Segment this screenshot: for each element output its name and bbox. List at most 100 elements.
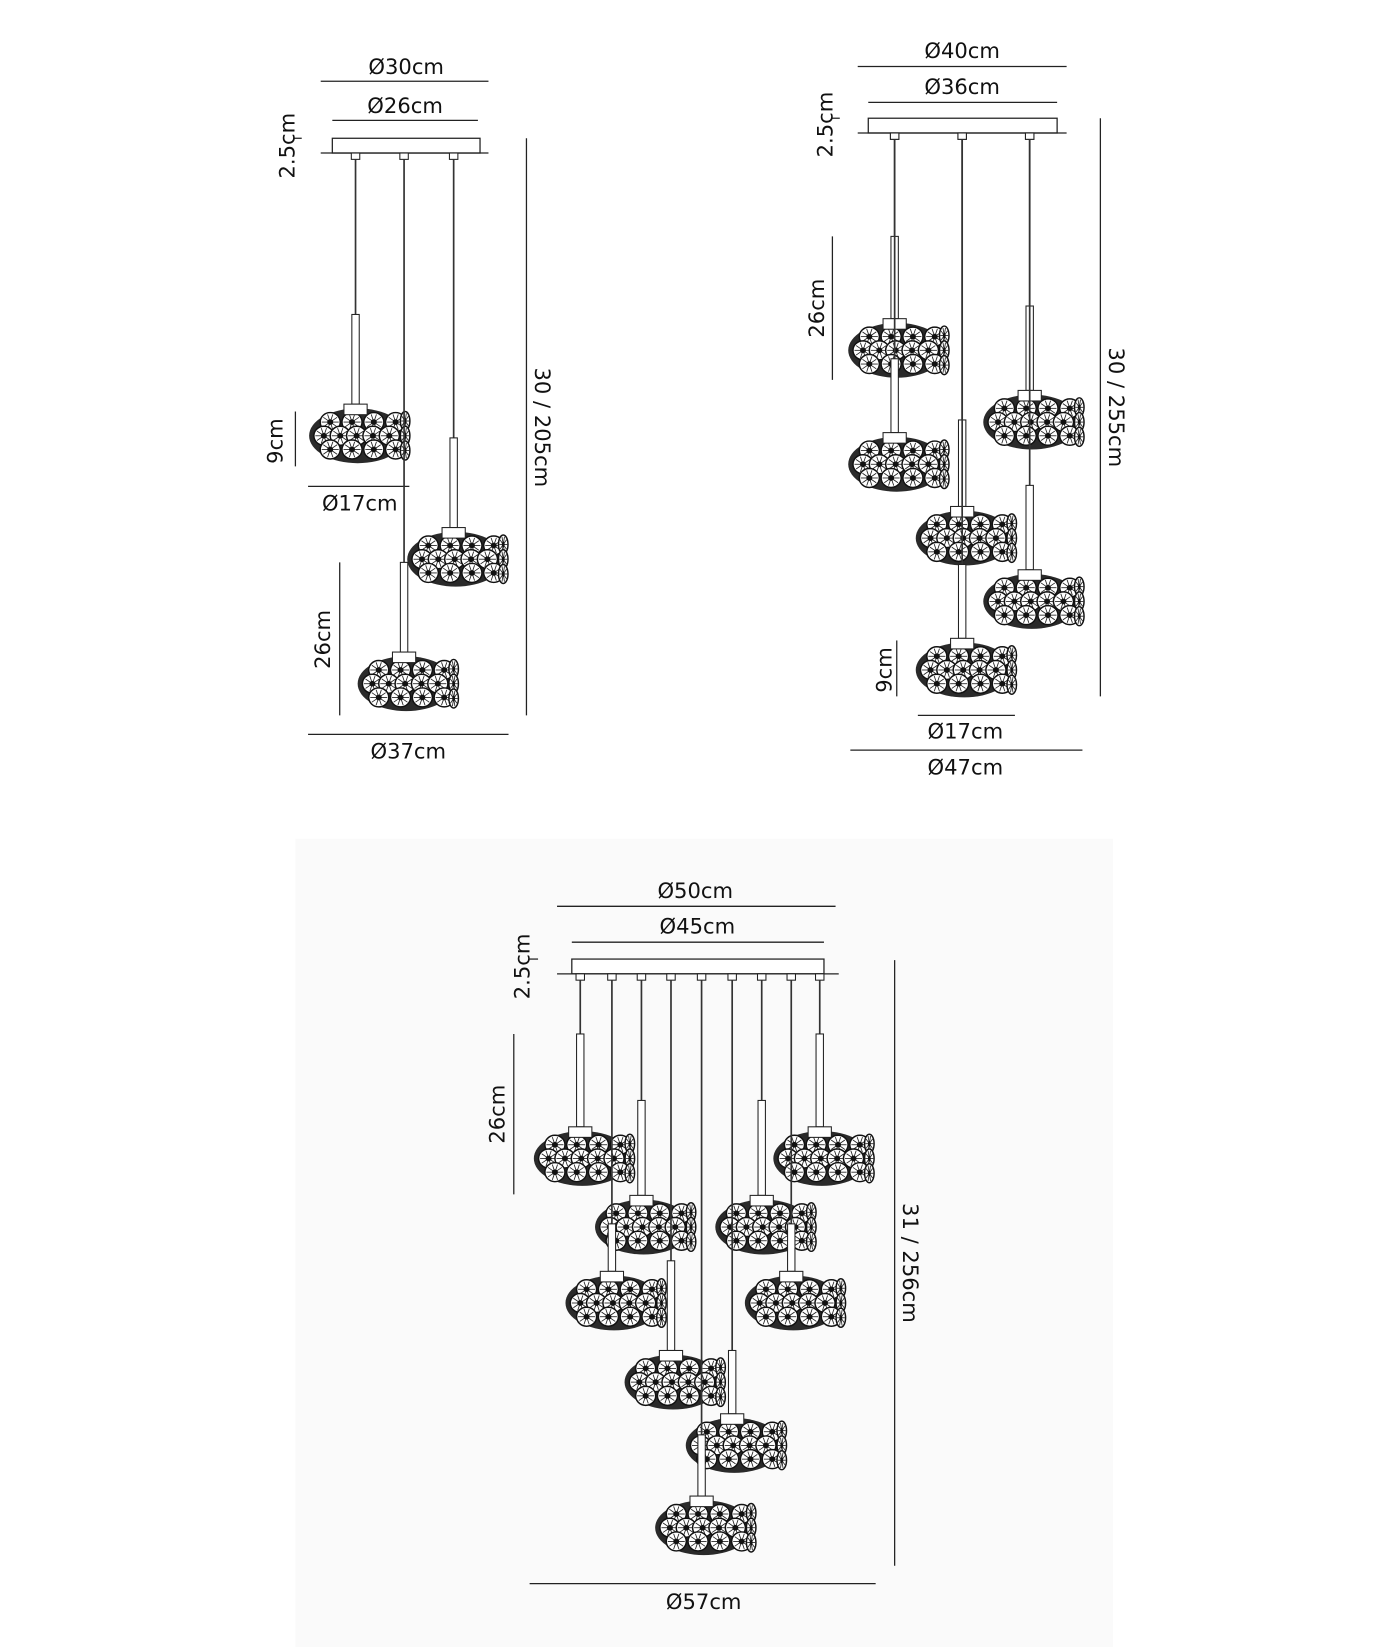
disc-center bbox=[798, 1237, 805, 1244]
disc-center bbox=[999, 653, 1006, 660]
shade-disc bbox=[448, 688, 460, 709]
disc-center bbox=[490, 542, 497, 549]
shade-disc bbox=[1073, 576, 1085, 597]
disc-center bbox=[1044, 584, 1051, 591]
disc-center bbox=[375, 667, 382, 673]
shade-disc bbox=[969, 541, 992, 563]
shade-disc bbox=[1073, 426, 1085, 448]
stem-tube bbox=[697, 1434, 706, 1497]
ceiling-rose-pin bbox=[814, 973, 825, 981]
shade-disc bbox=[363, 439, 385, 460]
disc-center bbox=[370, 419, 377, 425]
lamp-holder bbox=[689, 1495, 714, 1508]
disc-center bbox=[441, 694, 448, 701]
disc-center bbox=[561, 1155, 568, 1162]
disc-center bbox=[839, 1300, 843, 1306]
disc-center bbox=[909, 447, 916, 454]
disc-center bbox=[805, 1300, 812, 1306]
lamp-holder bbox=[807, 1126, 832, 1138]
disc-center bbox=[715, 1524, 722, 1531]
disc-center bbox=[888, 333, 895, 340]
disc-center bbox=[425, 542, 432, 549]
stem-tube bbox=[637, 1099, 646, 1196]
shade-disc bbox=[1073, 605, 1085, 627]
disc-center bbox=[701, 1379, 708, 1385]
disc-center bbox=[839, 1285, 843, 1292]
disc-center bbox=[1027, 598, 1034, 605]
shade-disc bbox=[1015, 604, 1037, 626]
disc-center bbox=[1077, 433, 1081, 440]
canopy-height-label: 2.5cm bbox=[812, 92, 837, 158]
disc-center bbox=[1077, 598, 1081, 605]
shade-disc bbox=[993, 425, 1016, 447]
disc-center bbox=[784, 1286, 791, 1293]
shade-disc bbox=[1037, 604, 1059, 626]
disc-center bbox=[392, 419, 399, 425]
disc-center bbox=[708, 1392, 715, 1399]
disc-center bbox=[703, 1428, 710, 1435]
ceiling-rose-pin bbox=[607, 973, 617, 981]
disc-center bbox=[397, 694, 404, 701]
shade-disc bbox=[399, 410, 411, 432]
disc-center bbox=[977, 548, 984, 555]
shade-disc bbox=[745, 1532, 757, 1553]
shade-disc bbox=[827, 1134, 849, 1155]
disc-center bbox=[484, 556, 491, 563]
canopy-height-label: 2.5cm bbox=[510, 934, 535, 1000]
shade-disc bbox=[783, 1161, 806, 1183]
total-height-label: 31 / 256cm bbox=[898, 1203, 923, 1323]
shade-disc bbox=[389, 687, 412, 708]
disc-center bbox=[664, 1392, 671, 1399]
disc-center bbox=[817, 1155, 824, 1162]
disc-center bbox=[490, 570, 497, 576]
shade-disc bbox=[575, 1306, 598, 1327]
overall-diameter-label: Ø57cm bbox=[666, 1589, 742, 1614]
disc-center bbox=[452, 695, 456, 702]
pendant bbox=[744, 973, 847, 1331]
shade-disc bbox=[1037, 425, 1059, 447]
lamp-holder bbox=[441, 527, 466, 539]
disc-center bbox=[353, 432, 360, 439]
disc-center bbox=[856, 1141, 863, 1148]
disc-center bbox=[551, 1169, 558, 1176]
ceiling-rose-pin bbox=[696, 973, 707, 981]
disc-center bbox=[634, 1237, 641, 1244]
disc-center bbox=[501, 541, 505, 548]
disc-center bbox=[392, 446, 399, 453]
disc-center bbox=[942, 332, 946, 339]
disc-center bbox=[1027, 419, 1034, 425]
stem-tube bbox=[890, 358, 899, 434]
total-height-label: 30 / 255cm bbox=[1104, 347, 1129, 467]
disc-center bbox=[397, 667, 404, 673]
shade-disc bbox=[1015, 425, 1037, 447]
disc-center bbox=[370, 446, 377, 453]
shade-disc bbox=[585, 1292, 608, 1314]
ceiling-rose-pin bbox=[1024, 132, 1035, 140]
disc-center bbox=[583, 1313, 590, 1320]
canopy-height-label: 2.5cm bbox=[274, 113, 299, 179]
diagram-9-light: Ø50cm Ø45cm 2.5cm 31 / 256cm 26cm Ø57cm bbox=[484, 878, 923, 1614]
disc-center bbox=[1044, 612, 1051, 618]
disc-center bbox=[1001, 612, 1008, 618]
disc-center bbox=[1010, 681, 1014, 688]
stem-tube bbox=[607, 1223, 617, 1272]
outer-canopy-label: Ø30cm bbox=[368, 54, 444, 79]
disc-center bbox=[976, 535, 983, 541]
disc-center bbox=[769, 1428, 776, 1435]
disc-center bbox=[927, 535, 934, 541]
shade-disc bbox=[367, 687, 390, 708]
disc-center bbox=[866, 475, 873, 481]
disc-center bbox=[927, 667, 934, 673]
disc-center bbox=[689, 1224, 693, 1230]
disc-center bbox=[809, 1238, 813, 1245]
disc-center bbox=[776, 1210, 784, 1217]
disc-center bbox=[762, 1286, 769, 1293]
ceiling-rose-pin bbox=[957, 132, 967, 140]
disc-center bbox=[652, 1379, 659, 1385]
disc-center bbox=[942, 347, 946, 354]
disc-center bbox=[749, 1524, 753, 1531]
disc-center bbox=[931, 475, 938, 481]
disc-center bbox=[888, 475, 895, 481]
disc-center bbox=[834, 1155, 841, 1162]
disc-center bbox=[545, 1155, 552, 1162]
